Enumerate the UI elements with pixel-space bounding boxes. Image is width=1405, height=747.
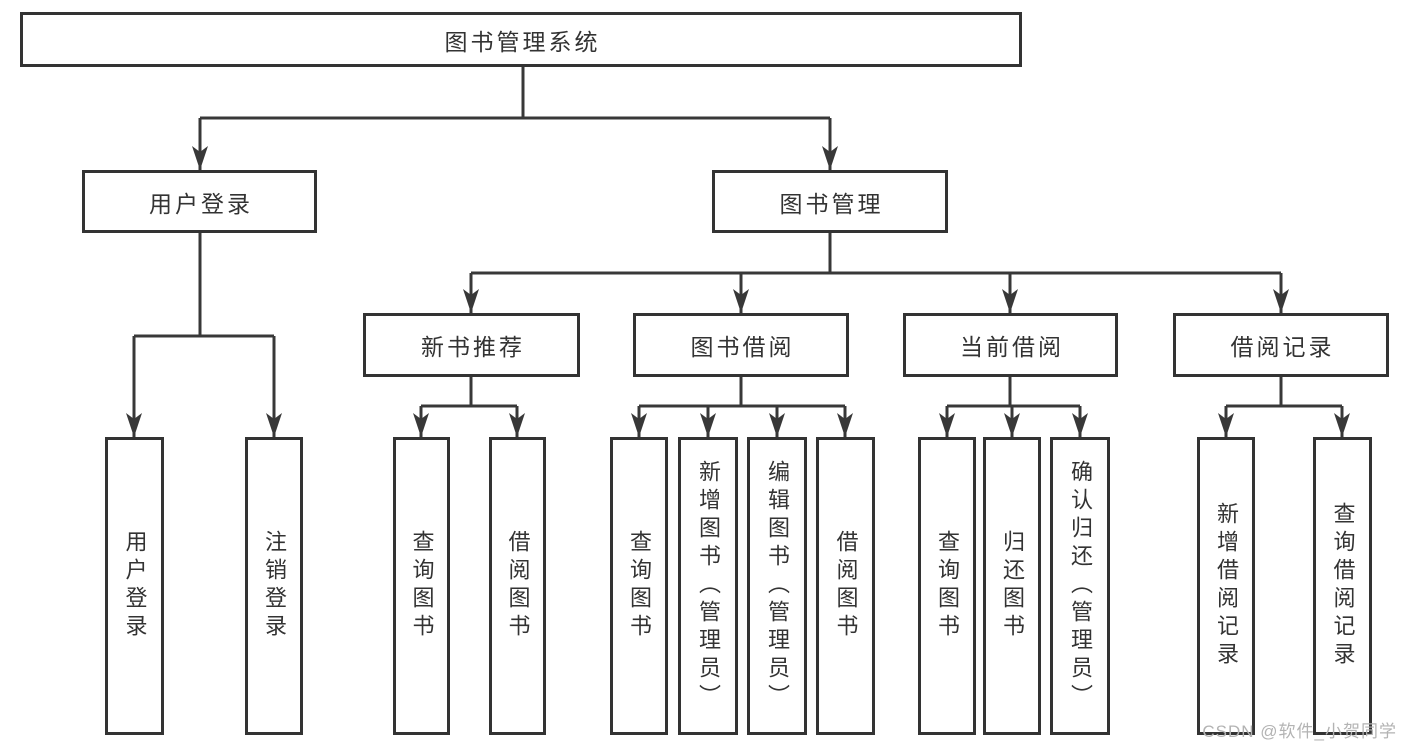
leaf-borrowing-add-books-admin: 新增图书（管理员） [678, 437, 738, 735]
node-label: 用户登录 [122, 530, 148, 642]
node-label: 借阅图书 [833, 530, 859, 642]
connector-rails [134, 67, 1342, 408]
node-book-borrowing: 图书借阅 [633, 313, 849, 377]
node-label: 查询图书 [627, 530, 652, 642]
node-label: 借阅图书 [505, 530, 531, 642]
node-label: 编辑图书（管理员） [765, 460, 790, 712]
node-current-borrowing: 当前借阅 [903, 313, 1118, 377]
node-borrowing-records: 借阅记录 [1173, 313, 1389, 377]
node-label: 注销登录 [262, 530, 287, 642]
leaf-recommend-borrow-books: 借阅图书 [489, 437, 546, 735]
node-book-management: 图书管理 [712, 170, 948, 233]
leaf-borrowing-edit-books-admin: 编辑图书（管理员） [747, 437, 807, 735]
node-new-book-recommend: 新书推荐 [363, 313, 580, 377]
node-label: 用户登录 [149, 190, 253, 217]
leaf-current-confirm-return-admin: 确认归还（管理员） [1050, 437, 1110, 735]
leaf-records-add-record: 新增借阅记录 [1197, 437, 1255, 735]
node-label: 当前借阅 [960, 334, 1064, 360]
node-label: 查询借阅记录 [1330, 502, 1356, 670]
node-label: 新增借阅记录 [1214, 502, 1239, 670]
node-label: 图书管理系统 [444, 28, 601, 55]
node-label: 查询图书 [409, 530, 435, 642]
leaf-user-login: 用户登录 [105, 437, 164, 735]
node-label: 新增图书（管理员） [696, 460, 721, 712]
node-label: 图书借阅 [690, 334, 795, 360]
node-label: 新书推荐 [421, 334, 525, 360]
leaf-recommend-search-books: 查询图书 [393, 437, 450, 735]
node-label: 借阅记录 [1230, 334, 1335, 360]
leaf-current-return-books: 归还图书 [983, 437, 1041, 735]
node-library-system: 图书管理系统 [20, 12, 1022, 67]
node-label: 确认归还（管理员） [1068, 460, 1093, 712]
leaf-logout: 注销登录 [245, 437, 303, 735]
node-label: 图书管理 [779, 190, 884, 217]
connector-arrows [126, 118, 1350, 437]
node-label: 查询图书 [935, 530, 960, 642]
leaf-current-search-books: 查询图书 [918, 437, 976, 735]
leaf-borrowing-search-books: 查询图书 [610, 437, 668, 735]
node-user-login: 用户登录 [82, 170, 317, 233]
leaf-borrowing-borrow-books: 借阅图书 [816, 437, 875, 735]
csdn-watermark: CSDN @软件_小贺同学 [1202, 722, 1397, 741]
leaf-records-search-record: 查询借阅记录 [1313, 437, 1372, 735]
node-label: 归还图书 [1000, 530, 1025, 642]
